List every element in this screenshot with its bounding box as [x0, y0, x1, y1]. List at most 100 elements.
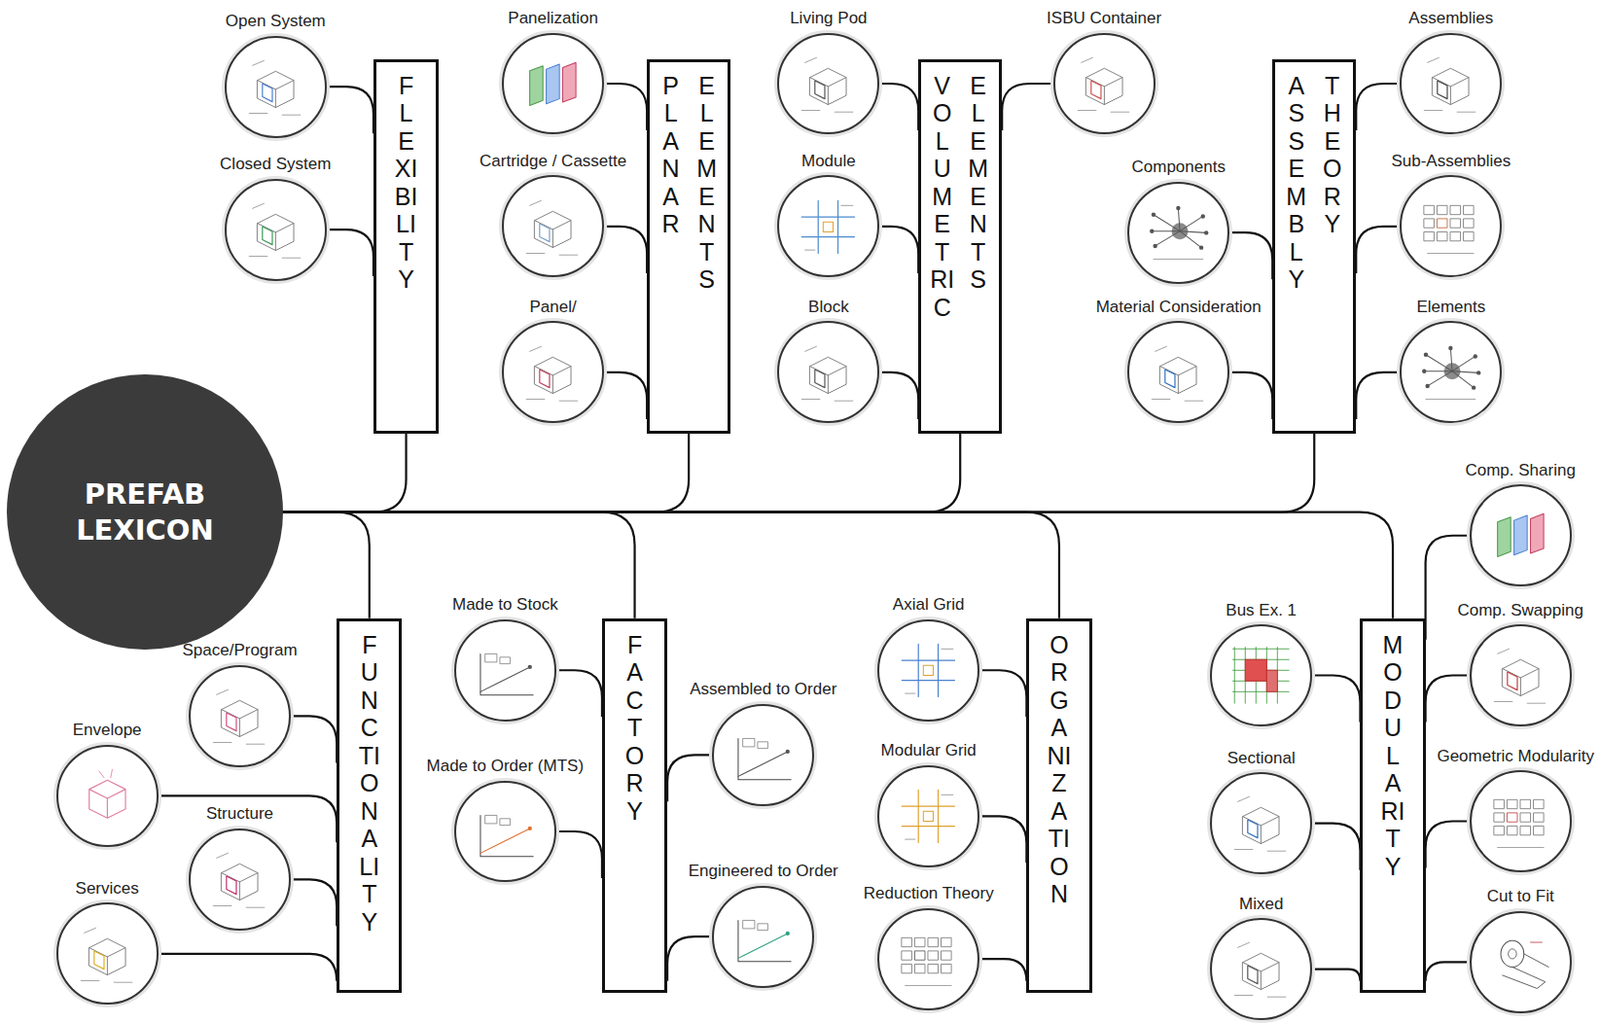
sketch-stroke [1513, 515, 1528, 556]
category-title: FACTORY [622, 631, 647, 826]
sketch [511, 185, 595, 269]
sketch-stroke [539, 222, 550, 242]
sketch-stroke [1267, 670, 1279, 692]
branch-connector [1355, 372, 1401, 420]
sketch [1137, 191, 1220, 275]
sketch [1479, 494, 1563, 577]
sketch-stroke [480, 828, 531, 854]
branch-connector [555, 831, 603, 879]
topic-label: Sub-Assemblies [1390, 151, 1511, 172]
sketch-stroke [902, 951, 913, 960]
sketch-stroke [915, 937, 925, 947]
topic-circle: Elements [1399, 320, 1502, 424]
topic-circle: Mixed [1209, 918, 1313, 1021]
category-title: MODULARITY [1381, 631, 1406, 882]
topic-circle: Module [777, 175, 880, 278]
sketch-stroke [1178, 208, 1181, 232]
topic-label: Envelope [72, 720, 143, 741]
sketch-stroke [743, 920, 768, 930]
sketch-stroke [534, 356, 571, 393]
sketch-stroke [1233, 648, 1290, 650]
sketch-stroke [257, 213, 294, 250]
sketch-stroke [248, 60, 301, 115]
sketch-stroke [738, 751, 788, 777]
sketch-stroke [1520, 799, 1530, 809]
branch-connector [878, 83, 919, 131]
category-box: VOLUMETRICELEMENTS [918, 59, 1002, 434]
sketch-stroke [563, 62, 577, 103]
sketch [887, 918, 970, 1001]
sketch-dot [1151, 212, 1156, 216]
sketch-stroke [1233, 691, 1290, 693]
category-title: PLANAR [658, 71, 683, 239]
branch-connector [281, 512, 370, 619]
topic-circle: Services [56, 902, 159, 1005]
sketch-stroke [924, 665, 934, 676]
sketch-stroke [810, 68, 847, 105]
sketch [198, 675, 282, 758]
sketch-stroke [1507, 813, 1518, 822]
branch-connector [1311, 823, 1360, 871]
sketch-stroke [928, 951, 939, 960]
branch-connector [1311, 675, 1360, 723]
sketch-stroke [1453, 370, 1475, 388]
topic-label: Axial Grid [892, 595, 965, 615]
sketch-stroke [526, 200, 578, 255]
sketch-stroke [941, 951, 952, 960]
sketch-stroke [213, 689, 265, 745]
topic-label: Panelization [507, 8, 599, 29]
sketch-stroke [1243, 954, 1280, 991]
sketch-stroke [88, 938, 125, 975]
sketch-stroke [1152, 346, 1205, 401]
branch-connector [281, 512, 1060, 619]
branch-connector [878, 372, 919, 420]
topic-label: Block [808, 297, 850, 318]
sketch-dot [1175, 206, 1180, 211]
branch-connector [157, 954, 338, 982]
topic-circle: Block [777, 320, 880, 424]
sketch-stroke [802, 200, 855, 253]
sketch-stroke [902, 643, 956, 697]
sketch-stroke [1501, 954, 1548, 990]
topic-circle: Comp. Sharing [1469, 484, 1572, 587]
sketch-stroke [823, 221, 834, 232]
sketch [511, 331, 595, 415]
sketch-stroke [928, 963, 939, 973]
sketch-stroke [1165, 369, 1175, 389]
sketch-stroke [1160, 356, 1197, 393]
topic-label: Made to Order (MTS) [426, 756, 585, 777]
sketch-stroke [1425, 354, 1453, 371]
topic-circle: Engineered to Order [711, 886, 815, 989]
branch-connector [289, 879, 337, 926]
sketch-stroke [1424, 231, 1435, 241]
branch-connector [978, 670, 1027, 717]
sketch-stroke [88, 780, 125, 818]
sketch-stroke [1247, 965, 1258, 985]
sketch [721, 895, 805, 979]
topic-circle: Assembled to Order [711, 704, 815, 807]
topic-circle: Cut to Fit [1469, 911, 1572, 1014]
sketch-stroke [738, 933, 788, 959]
sketch-stroke [1451, 205, 1461, 214]
topic-label: Components [1132, 157, 1226, 178]
sketch [463, 790, 547, 874]
sketch-stroke [1463, 205, 1474, 214]
sketch-stroke [1493, 813, 1504, 822]
sketch-stroke [802, 57, 854, 112]
sketch-stroke [99, 769, 113, 778]
sketch-dot [1471, 385, 1476, 390]
topic-label: Structure [206, 804, 274, 824]
sketch-stroke [1507, 826, 1518, 836]
topic-circle: Envelope [56, 745, 159, 848]
sketch-stroke [1153, 214, 1180, 232]
branch-connector [603, 226, 647, 274]
sketch-dot [1201, 213, 1206, 218]
branch-connector [281, 433, 407, 513]
sketch-stroke [924, 811, 934, 821]
branch-connector [1425, 675, 1471, 723]
branch-connector [1001, 83, 1054, 131]
sketch [234, 188, 318, 272]
topic-label: Cartridge / Cassette [479, 151, 627, 172]
topic-label: Made to Stock [452, 595, 559, 615]
branch-connector [1355, 83, 1401, 131]
